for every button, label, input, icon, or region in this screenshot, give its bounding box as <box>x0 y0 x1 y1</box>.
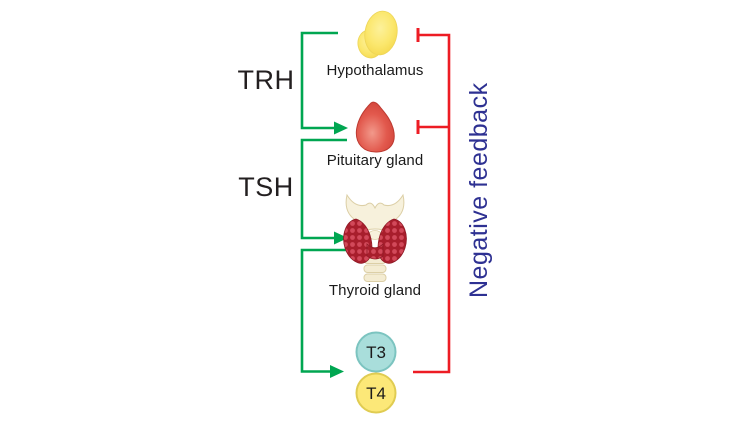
hypothalamus-label: Hypothalamus <box>326 62 424 79</box>
t3-circle <box>355 331 397 373</box>
negative-feedback-path <box>413 28 451 374</box>
tsh-arrow-line <box>300 138 347 240</box>
pituitary-label: Pituitary gland <box>326 152 424 169</box>
t4-circle <box>355 372 397 414</box>
trh-arrow-line <box>300 31 338 130</box>
trh-arrowhead <box>334 121 348 135</box>
thyroid-label: Thyroid gland <box>328 282 422 299</box>
thyroid-hormone-arrow <box>300 248 347 378</box>
tsh-arrowhead <box>334 231 348 245</box>
thyroid-hormone-arrow-line <box>300 248 347 373</box>
trh-label: TRH <box>237 65 295 95</box>
trh-arrow <box>300 31 348 135</box>
pituitary-icon <box>355 101 395 153</box>
negative-feedback-label: Negative feedback <box>465 82 493 298</box>
thyroid-lobes-shape <box>343 218 407 264</box>
t4-label: T4 <box>366 384 386 403</box>
tsh-arrow <box>300 138 348 245</box>
thyroid-icon <box>343 193 407 282</box>
feedback-main-line <box>413 33 451 374</box>
t3-label: T3 <box>366 343 386 362</box>
hypothalamus-icon <box>357 10 398 59</box>
tsh-label: TSH <box>238 172 294 202</box>
thyroid-hormone-arrowhead <box>330 365 344 378</box>
